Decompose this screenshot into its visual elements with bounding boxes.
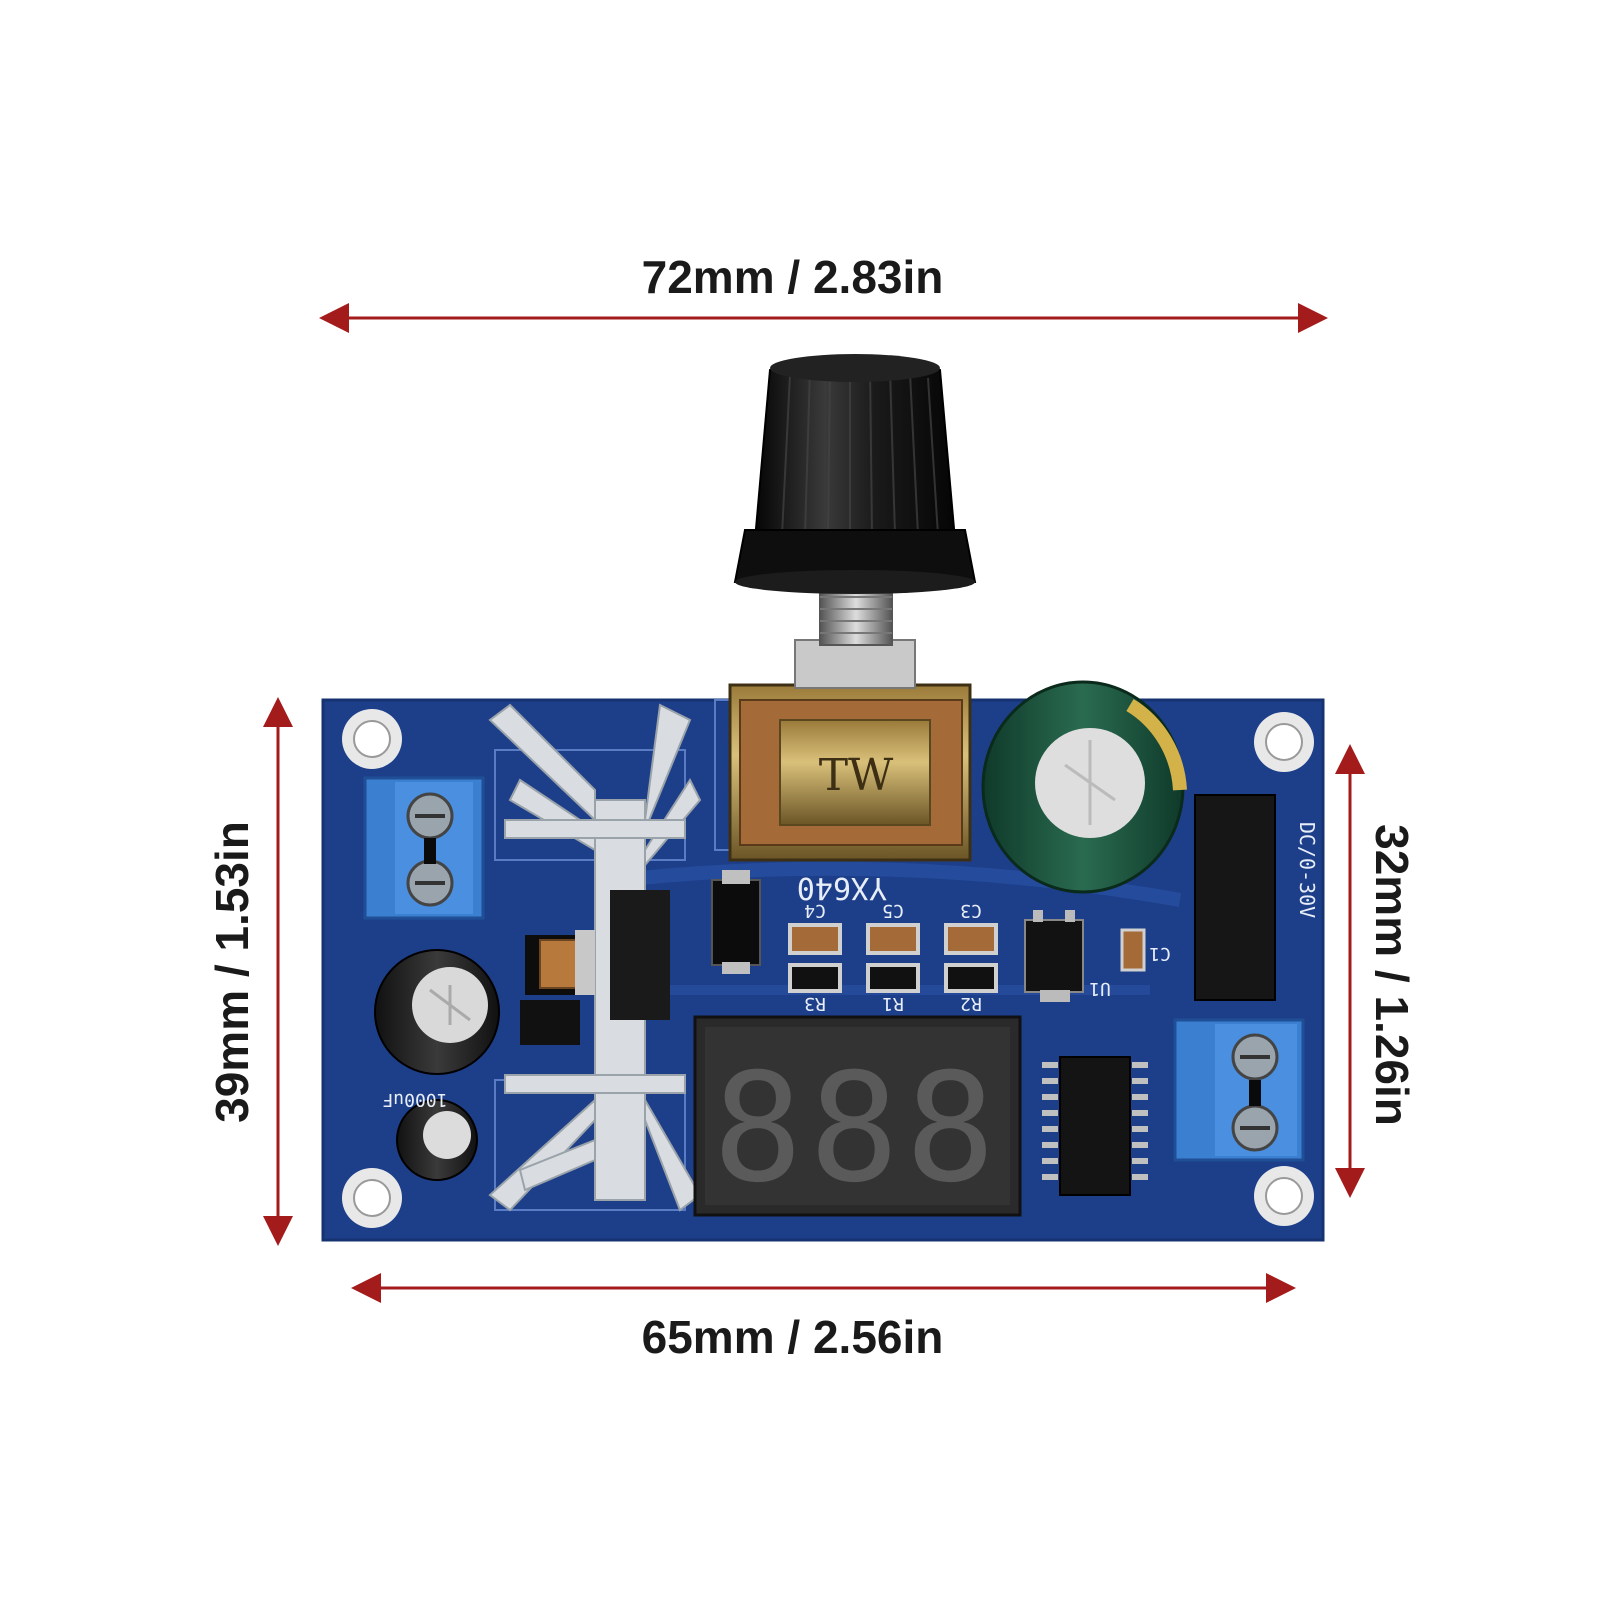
label-r3: R3 — [804, 993, 826, 1014]
display-digits: 888 — [713, 1042, 1002, 1216]
label-c5: C5 — [882, 900, 904, 921]
pot-brand-label: TW — [819, 750, 894, 801]
label-r2: R2 — [960, 993, 982, 1014]
capacitor-small-left — [396, 1099, 478, 1181]
output-terminal-block — [363, 776, 485, 920]
resistor-r1 — [866, 963, 920, 993]
top-width-label: 72mm / 2.83in — [641, 251, 944, 303]
regulator-transistor — [520, 890, 670, 1045]
label-c4: C4 — [804, 900, 826, 921]
capacitor-large-left — [374, 949, 500, 1075]
mounting-hole — [342, 1168, 402, 1228]
power-ic — [1194, 794, 1276, 1001]
driver-ic — [1042, 1056, 1148, 1196]
cap-value-label: 1000uF — [382, 1089, 447, 1110]
mounting-holes — [342, 709, 1314, 1228]
bottom-width-label: 65mm / 2.56in — [641, 1311, 944, 1363]
capacitor-c5 — [866, 923, 920, 955]
label-c3: C3 — [960, 900, 982, 921]
label-r1: R1 — [882, 993, 904, 1014]
right-height-label: 32mm / 1.26in — [1366, 824, 1418, 1126]
label-c1: C1 — [1149, 943, 1171, 964]
mounting-hole — [1254, 1166, 1314, 1226]
capacitor-large-green — [981, 680, 1187, 894]
left-height-label: 39mm / 1.53in — [206, 821, 258, 1123]
label-u1: U1 — [1089, 978, 1111, 999]
capacitor-c1 — [1120, 928, 1146, 972]
input-spec-label: DC/0-30V — [1295, 822, 1319, 918]
silkscreen-labels: YX640 C4 C5 C3 R3 R1 R2 U1 C1 DC/0-30V 1… — [382, 822, 1319, 1110]
resistor-r2 — [944, 963, 998, 993]
potentiometer — [728, 574, 972, 862]
heatsink — [488, 703, 702, 1212]
capacitor-c3 — [944, 923, 998, 955]
dimension-arrows — [263, 303, 1365, 1303]
smd-components — [711, 870, 1146, 1002]
mounting-hole — [342, 709, 402, 769]
resistor-r3 — [788, 963, 842, 993]
capacitor-c4 — [788, 923, 842, 955]
input-terminal-block — [1173, 1018, 1305, 1162]
mounting-hole — [1254, 712, 1314, 772]
adjustment-knob — [733, 354, 977, 594]
led-display: 888 — [693, 1015, 1022, 1217]
chip-u1 — [1024, 919, 1084, 993]
model-label: YX640 — [797, 870, 887, 905]
